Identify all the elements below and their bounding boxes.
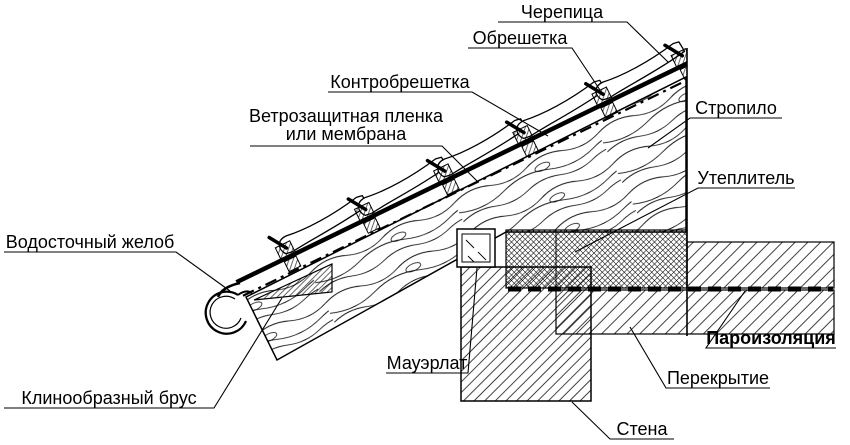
leader-gutter (4, 251, 231, 292)
label-mauerlat: Мауэрлат (387, 353, 468, 373)
label-vapor-barrier: Пароизоляция (706, 328, 836, 348)
tile-clips (267, 43, 685, 250)
slab-upper-right (686, 241, 835, 289)
leader-mauerlat (386, 267, 478, 374)
label-floor-slab: Перекрытие (667, 368, 769, 388)
label-gutter: Водосточный желоб (6, 232, 175, 252)
label-rafter: Стропило (695, 98, 777, 118)
floor-slab (555, 289, 835, 335)
mauerlat-beam (456, 228, 496, 268)
leader-wedge-beam (4, 297, 283, 409)
label-wedge-beam: Клинообразный брус (21, 388, 196, 408)
leader-rafter (647, 117, 782, 149)
leader-counter-lathing (328, 91, 549, 137)
leader-wall (571, 401, 674, 440)
label-counter-lathing: Контробрешетка (330, 72, 470, 92)
leader-lines (4, 21, 836, 440)
label-lathing: Обрешетка (473, 28, 569, 48)
labels: Черепица Обрешетка Контробрешетка Ветроз… (6, 2, 836, 439)
label-membrane-line2: или мембрана (286, 124, 407, 144)
counter-battens (283, 63, 687, 273)
leader-membrane (250, 145, 479, 183)
wedge-beam-shape (253, 263, 333, 301)
insulation-block (505, 229, 688, 289)
leader-insulation (574, 187, 795, 253)
leader-vapor-barrier (704, 290, 836, 349)
leader-lathing (468, 47, 601, 91)
label-wall: Стена (616, 419, 668, 439)
label-insulation: Утеплитель (697, 168, 794, 188)
leader-floor-slab (629, 326, 770, 389)
gutter-shape (204, 290, 253, 335)
leader-tile (498, 21, 669, 63)
label-tile: Черепица (521, 2, 604, 22)
label-membrane-line1: Ветрозащитная пленка (249, 106, 444, 126)
eave-drip (216, 281, 241, 298)
lathing-strip (235, 52, 687, 285)
